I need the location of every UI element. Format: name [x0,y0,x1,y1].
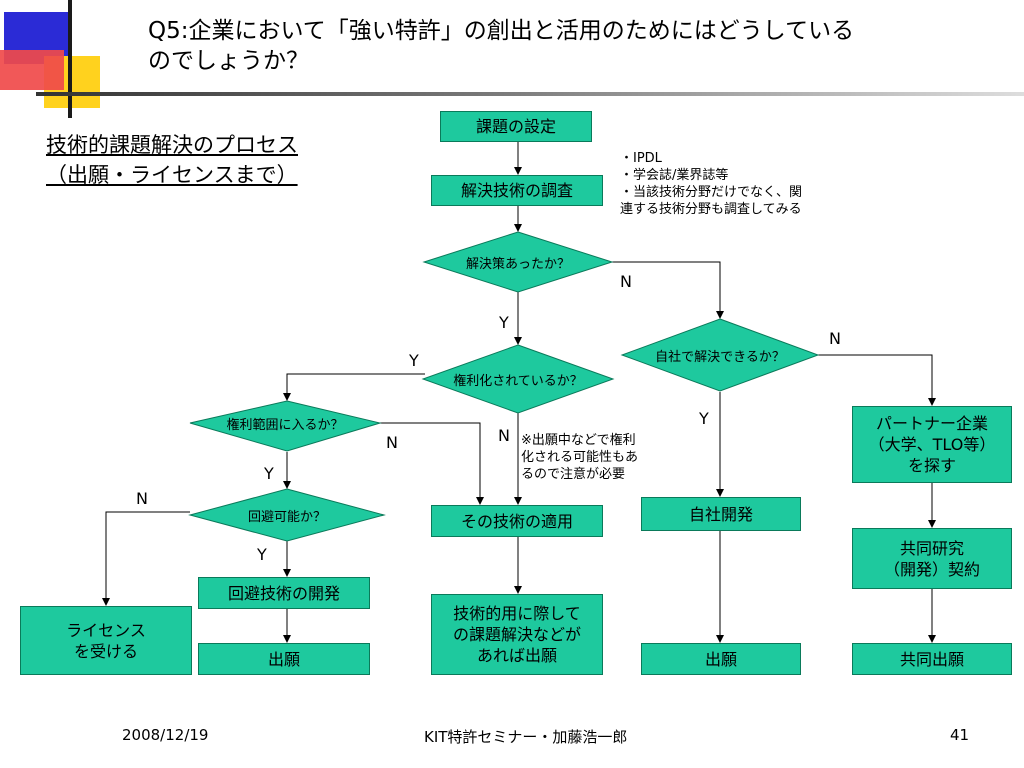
box-solution-survey: 解決技術の調査 [431,175,603,206]
decision-patented-label: 権利化されているか？ [453,373,583,389]
slide-title: Q5:企業において「強い特許」の創出と活用のためにはどうしている のでしょうか？ [148,18,855,74]
box-receive-license: ライセンス を受ける [20,606,192,675]
box-filing-avoidance: 出願 [198,643,370,675]
label-found-y: Y [499,313,509,332]
red-square [0,50,64,90]
note-pending-patent: ※出願中などで権利 化される可能性もあ るので注意が必要 [521,433,639,482]
label-inhouse-n: N [829,329,841,348]
corner-decoration [0,0,100,118]
arrow-scope-apply [380,422,484,505]
footer-author: KIT特許セミナー・加藤浩一郎 [424,728,628,746]
decision-patented-shape [421,344,615,414]
arrow-found-inhouse [612,261,724,319]
box-find-partner: パートナー企業 （大学、TLO等） を探す [852,406,1012,483]
label-patented-y: Y [409,351,419,370]
header-rule [36,92,1024,96]
label-avoid-n: N [136,489,148,508]
box-avoidance-dev: 回避技術の開発 [198,577,370,609]
decision-avoidable-shape [188,488,386,542]
label-patented-n: N [498,426,510,445]
decision-solution-found-label: 解決策あったか？ [465,256,570,272]
decision-avoidable-label: 回避可能か？ [247,509,326,525]
label-inhouse-y: Y [699,409,709,428]
box-apply-technology: その技術の適用 [431,505,603,537]
arrow-avoidable-license [102,511,190,606]
footer-date: 2008/12/19 [122,726,209,744]
box-inhouse-development: 自社開発 [641,497,801,531]
vertical-rule [68,0,72,118]
box-filing-inhouse: 出願 [641,643,801,675]
decision-in-scope-shape [189,400,382,452]
decision-in-scope-label: 権利範囲に入るか？ [226,417,344,433]
decision-solution-found-shape [422,231,614,293]
decision-inhouse-solvable-label: 自社で解決できるか？ [655,349,785,365]
arrow-patented-scope [283,373,425,401]
label-avoid-y: Y [257,545,267,564]
box-joint-filing: 共同出願 [852,643,1012,675]
decision-inhouse-solvable-shape [620,318,820,392]
note-survey-sources: ・IPDL ・学会誌/業界誌等 ・当該技術分野だけでなく、関 連する技術分野も調… [620,151,803,217]
label-scope-n: N [386,433,398,452]
slide-subtitle: 技術的課題解決のプロセス （出願・ライセンスまで） [46,133,298,187]
box-issue-setting: 課題の設定 [440,111,592,142]
footer-page-number: 41 [950,726,970,744]
box-tech-issue-filing: 技術的用に際して の課題解決などが あれば出願 [431,594,603,675]
arrow-inhouse-partner [818,354,936,406]
box-joint-research-contract: 共同研究 （開発）契約 [852,528,1012,589]
label-found-n: N [620,272,632,291]
label-scope-y: Y [264,464,274,483]
